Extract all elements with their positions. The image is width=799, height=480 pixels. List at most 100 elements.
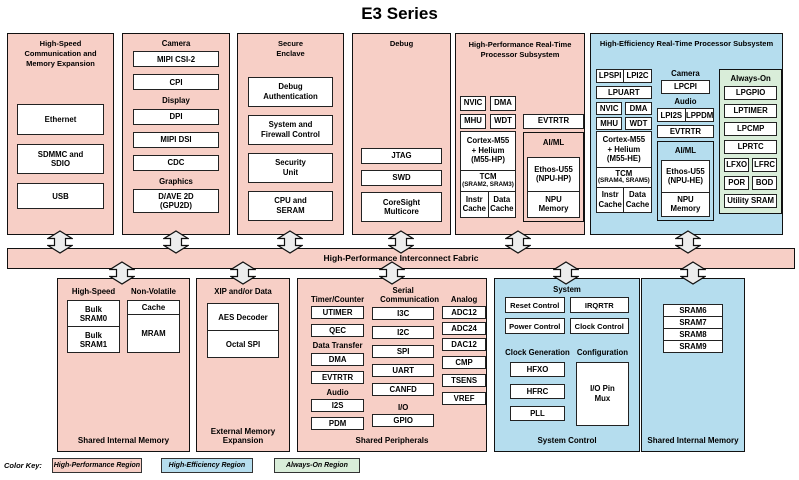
section-header: AI/ML [674, 146, 697, 156]
block-item: Instr Cache [596, 186, 625, 213]
configuration-column: Configuration I/O Pin Mux [575, 348, 629, 426]
block-item: USB [17, 183, 104, 210]
section-header: High-Speed [71, 287, 116, 296]
block-item: BOD [752, 176, 778, 191]
bidirectional-arrow-icon [45, 230, 75, 254]
section-header: Analog [450, 295, 478, 304]
block-item: Cache [127, 300, 180, 316]
block-item: Reset Control [505, 297, 565, 314]
block-item: DMA [311, 352, 365, 366]
block-item: PDM [311, 417, 365, 431]
block-item: SDMMC and SDIO [17, 144, 104, 175]
color-key-high-performance: High-Performance Region [51, 458, 142, 473]
block-item: CMP [442, 356, 486, 370]
block-shared-internal-memory-left: High-Speed Bulk SRAM0 Bulk SRAM1 Non-Vol… [57, 278, 190, 452]
block-debug: Debug JTAG SWD CoreSight Multicore [352, 33, 451, 235]
block-item: GPIO [372, 414, 435, 428]
block-item: WDT [625, 116, 652, 130]
block-item: ADC24 [442, 322, 486, 336]
block-title: Debug [389, 39, 414, 48]
periph-col-serial: Serial Communication I3C I2C SPI UART CA… [372, 286, 439, 430]
block-item: AES Decoder [207, 303, 279, 332]
block-item: DMA [625, 101, 652, 115]
section-header: Timer/Counter [311, 295, 365, 304]
block-item: TCM(SRAM2, SRAM3) [460, 169, 517, 192]
block-item: I3C [372, 306, 435, 320]
block-high-speed-comm-memory: High-Speed Communication and Memory Expa… [7, 33, 114, 235]
block-item: JTAG [361, 148, 442, 164]
block-item: Cortex-M55 + Helium (M55-HE) [596, 130, 652, 168]
block-item: LPI2S [656, 108, 686, 123]
block-item: Power Control [505, 318, 565, 335]
color-key-high-efficiency: High-Efficiency Region [160, 458, 253, 473]
block-item: Octal SPI [207, 330, 279, 359]
block-item: Cortex-M55 + Helium (M55-HP) [460, 130, 517, 171]
block-item: HFRC [510, 383, 565, 399]
block-system-control: System Reset Control IRQRTR Power Contro… [494, 278, 640, 452]
block-item: CoreSight Multicore [361, 192, 442, 222]
block-item: LPI2C [623, 68, 652, 83]
block-camera-display-graphics: Camera MIPI CSI-2 CPI Display DPI MIPI D… [122, 33, 230, 235]
block-item: Ethos-U55 (NPU-HP) [527, 156, 580, 192]
section-header: Camera [671, 68, 700, 78]
section-header: AI/ML [542, 137, 565, 147]
block-item: Utility SRAM [724, 194, 777, 209]
periph-col-analog: Analog ADC12 ADC24 DAC12 CMP TSENS VREF [442, 286, 486, 430]
block-item: POR [724, 176, 750, 191]
color-key: Color Key: High-Performance Region High-… [4, 458, 360, 473]
bidirectional-arrow-icon [386, 230, 416, 254]
section-header: Display [162, 96, 190, 106]
block-item: MIPI DSI [133, 131, 219, 148]
block-item: NPU Memory [660, 191, 711, 217]
block-item: NVIC [596, 101, 623, 115]
block-item: Data Cache [623, 186, 652, 213]
diagram-title: E3 Series [361, 4, 438, 23]
block-item: CDC [133, 154, 219, 171]
block-item: UART [372, 363, 435, 377]
block-item: System and Firewall Control [248, 114, 333, 145]
block-item: VREF [442, 392, 486, 406]
block-item: LFRC [752, 158, 778, 173]
block-item: PLL [510, 405, 565, 421]
block-item: ADC12 [442, 306, 486, 320]
block-title: Secure Enclave [276, 39, 305, 58]
he-cpu-column: LPSPI LPI2C LPUART NVIC DMA MHU WDT Cort… [596, 68, 652, 221]
block-item: MIPI CSI-2 [133, 51, 219, 68]
block-item: MHU [460, 113, 487, 129]
block-item: I2S [311, 399, 365, 413]
block-item: LPSPI [596, 68, 625, 83]
block-item: CPI [133, 74, 219, 91]
block-label: External Memory Expansion [210, 426, 276, 446]
block-item: DAC12 [442, 338, 486, 352]
block-title: High-Speed Communication and Memory Expa… [24, 39, 97, 68]
section-header: Configuration [576, 348, 628, 358]
section-header: System [553, 285, 581, 294]
block-item: Security Unit [248, 152, 333, 183]
section-header: Camera [161, 39, 191, 48]
block-item: CANFD [372, 382, 435, 396]
block-item: LPGPIO [724, 86, 777, 101]
block-item: Ethos-U55 (NPU-HE) [660, 159, 711, 193]
block-item: LPRTC [724, 140, 777, 155]
block-item: HFXO [510, 361, 565, 377]
bidirectional-arrow-icon [673, 230, 703, 254]
clock-generation-column: Clock Generation HFXO HFRC PLL [505, 348, 570, 425]
block-item: LPCMP [724, 122, 777, 137]
bidirectional-arrow-icon [377, 261, 407, 285]
block-external-memory-expansion: XIP and/or Data AES Decoder Octal SPI Ex… [196, 278, 290, 452]
block-item: QEC [311, 324, 365, 338]
non-volatile-memory-column: Non-Volatile Cache MRAM [127, 287, 180, 354]
block-item: UTIMER [311, 306, 365, 320]
block-label: Shared Internal Memory [77, 436, 170, 446]
block-item: TSENS [442, 374, 486, 388]
color-key-label: Color Key: [4, 461, 42, 470]
bidirectional-arrow-icon [551, 261, 581, 285]
block-item: CPU and SERAM [248, 190, 333, 221]
block-secure-enclave: Secure Enclave Debug Authentication Syst… [237, 33, 344, 235]
block-item: Bulk SRAM0 [67, 300, 120, 328]
he-npu-column: Camera LPCPI Audio LPI2S LPPDM EVTRTR AI… [656, 68, 715, 221]
hp-aiml-group: AI/ML Ethos-U55 (NPU-HP) NPU Memory [523, 131, 584, 222]
section-header: XIP and/or Data [214, 287, 272, 296]
block-item: Ethernet [17, 104, 104, 136]
